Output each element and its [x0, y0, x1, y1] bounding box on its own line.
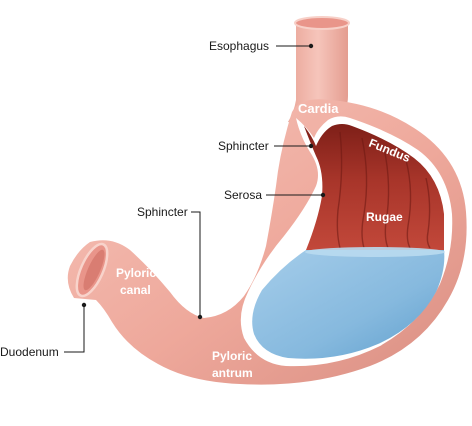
- callout-esophagus: Esophagus: [209, 39, 314, 53]
- label-cardia: Cardia: [298, 101, 339, 116]
- duodenum-opening-inner: [83, 249, 105, 291]
- label-duodenum: Duodenum: [0, 345, 59, 359]
- label-esophagus: Esophagus: [209, 39, 269, 53]
- callout-duodenum: Duodenum: [0, 302, 87, 359]
- callout-sphincter-lower: Sphincter: [137, 205, 203, 320]
- label-pyloric-antrum-line2: antrum: [212, 366, 253, 380]
- label-sphincter-lower: Sphincter: [137, 205, 188, 219]
- label-pyloric-canal-line2: canal: [120, 283, 151, 297]
- callout-serosa: Serosa: [224, 188, 326, 202]
- label-pyloric-canal-line1: Pyloric: [116, 266, 156, 280]
- fluid-surface: [305, 247, 445, 257]
- gastric-fluid: [252, 250, 445, 359]
- label-pyloric-antrum-line1: Pyloric: [212, 349, 252, 363]
- callout-sphincter-upper: Sphincter: [218, 139, 314, 153]
- stomach-cavity: [240, 116, 453, 367]
- esophagus-opening: [294, 16, 350, 30]
- rugae-folds: [336, 131, 431, 249]
- label-rugae: Rugae: [366, 210, 403, 224]
- label-serosa: Serosa: [224, 188, 262, 202]
- label-sphincter-upper: Sphincter: [218, 139, 269, 153]
